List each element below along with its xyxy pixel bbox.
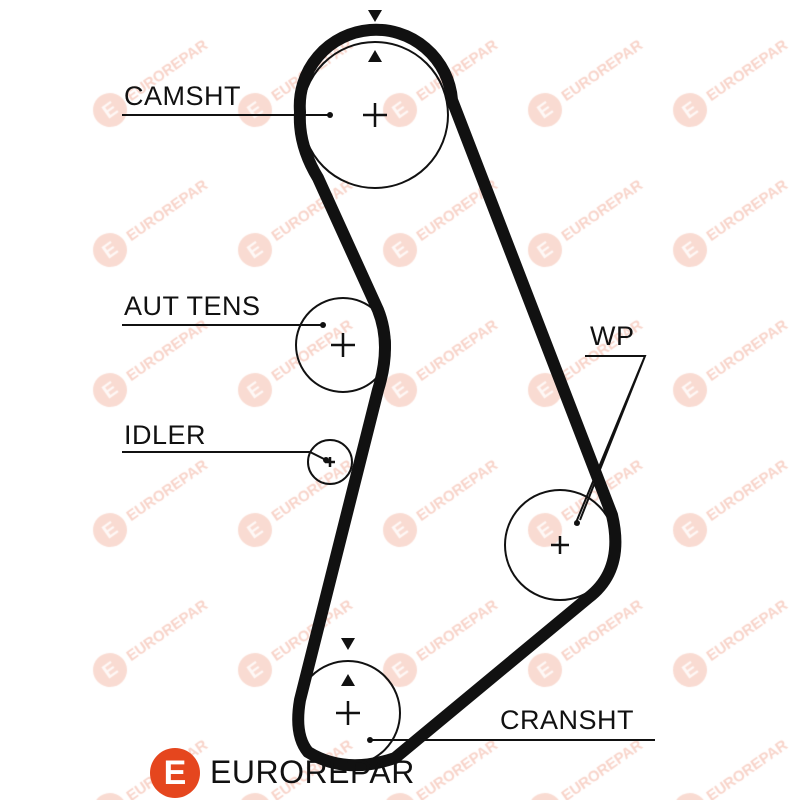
idler-pulley [307,439,353,485]
timing-belt [292,23,622,772]
leader-dots [320,112,580,743]
timing-marks [341,10,382,686]
brand-logo: E EUROREPAR [150,748,415,798]
leader-lines [122,114,655,741]
crankshaft-center-plus [336,701,360,725]
tensioner-center-plus [331,333,355,357]
brand-name: EUROREPAR [210,754,415,791]
center-marks [325,103,569,725]
water-pump-center-plus [551,536,569,554]
tensioner-label: AUT TENS [124,291,261,321]
wp-leader [574,355,647,526]
water-pump-label: WP [590,321,635,351]
brand-logo-icon: E [150,748,200,798]
crank-mark-down-arrow [341,638,355,650]
idler-leader [122,451,327,461]
cam-mark-up-arrow [368,50,382,62]
crankshaft-label: CRANSHT [500,705,635,735]
camshaft-center-plus [363,103,387,127]
cam-mark-down-arrow [368,10,382,22]
crank-mark-up-arrow [341,674,355,686]
camshaft-label: CAMSHT [124,81,241,111]
idler-label: IDLER [124,420,207,450]
